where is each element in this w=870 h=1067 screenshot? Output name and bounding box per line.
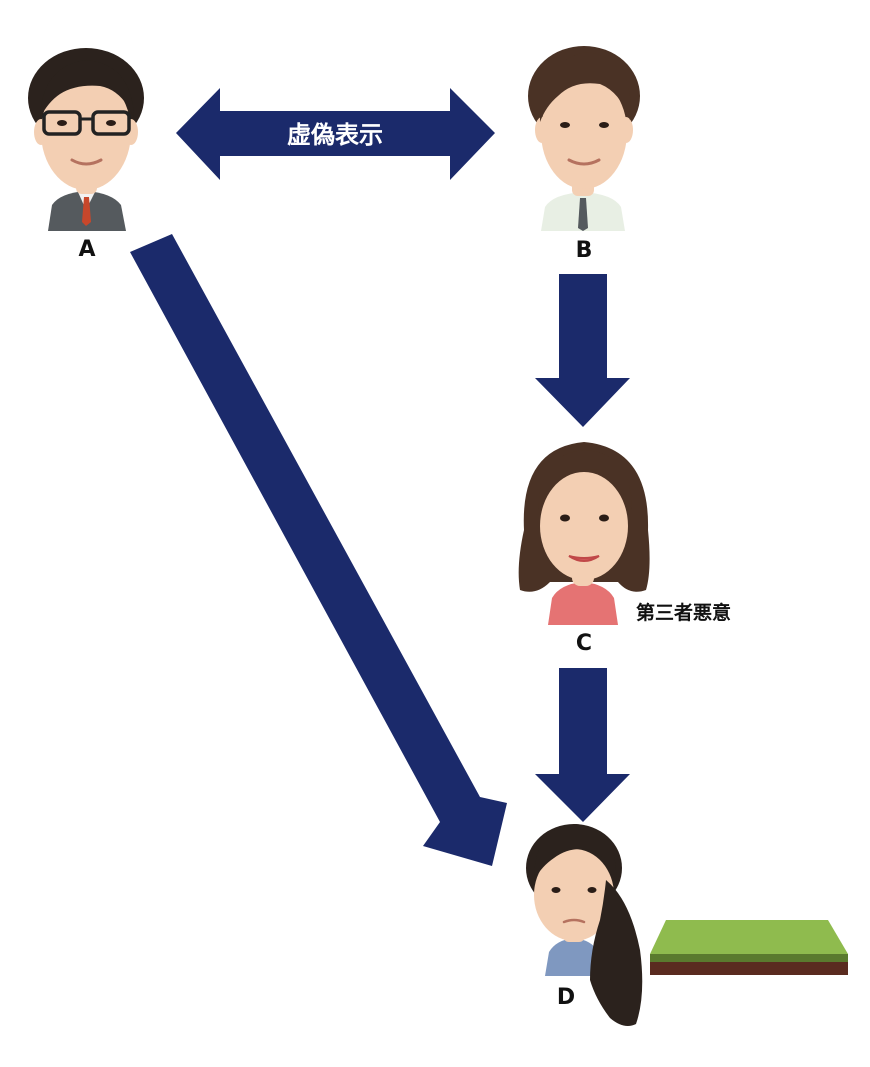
person-b: B — [528, 46, 640, 263]
person-b-label: B — [576, 238, 593, 263]
person-a-avatar-icon — [28, 48, 144, 231]
arrow-b-c — [535, 274, 630, 427]
person-d-avatar-icon — [526, 824, 643, 1026]
arrow-a-b-label: 虚偽表示 — [287, 121, 383, 149]
person-d: D — [526, 824, 643, 1026]
arrow-c-d — [535, 668, 630, 822]
person-a-label: A — [78, 237, 95, 262]
person-c-label: C — [576, 631, 592, 656]
person-c-avatar-icon — [518, 442, 650, 625]
person-a: A — [28, 48, 144, 262]
person-c-note: 第三者悪意 — [636, 601, 731, 624]
arrow-a-d — [130, 234, 507, 866]
person-c: C 第三者悪意 — [518, 442, 731, 656]
person-d-label: D — [557, 985, 575, 1010]
arrow-a-b: 虚偽表示 — [176, 88, 495, 180]
person-b-avatar-icon — [528, 46, 640, 231]
double-arrow-shape — [176, 88, 495, 180]
land-plot-icon — [650, 920, 848, 975]
